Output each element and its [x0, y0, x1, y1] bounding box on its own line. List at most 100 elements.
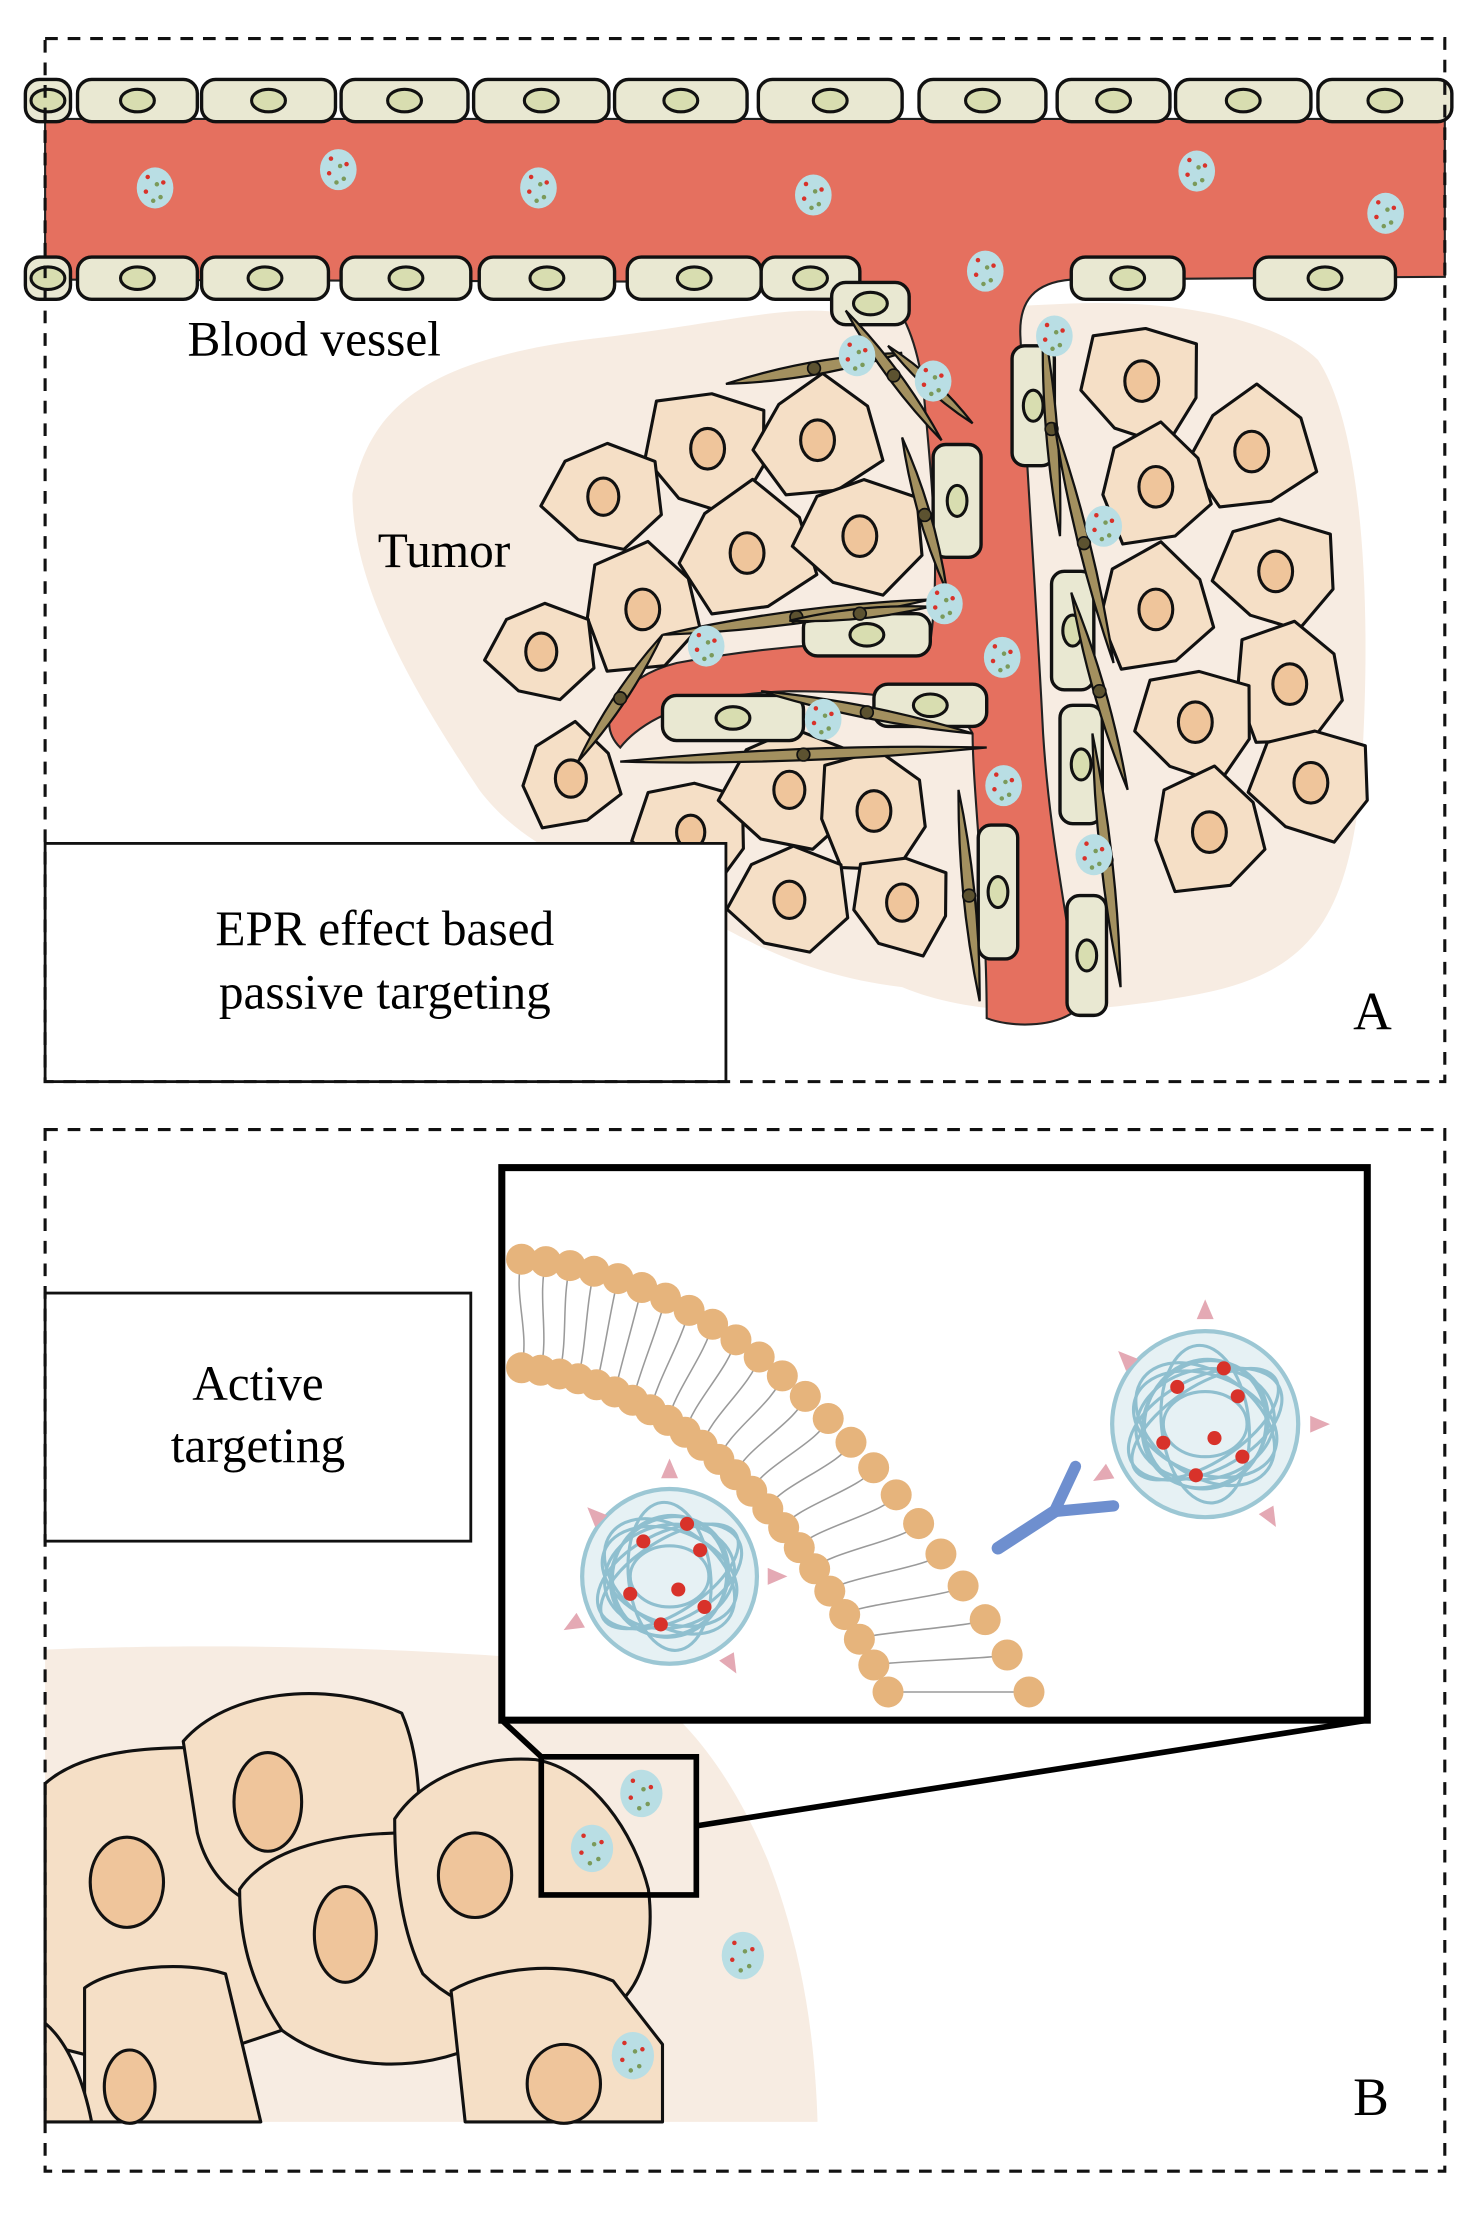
nanoparticle [838, 335, 876, 377]
nanoparticle-payload-dot [528, 174, 534, 180]
nanoparticle-payload-dot [1103, 520, 1108, 525]
lipid-head [626, 1272, 658, 1304]
tumor-nucleus [728, 531, 766, 575]
nanoparticle-payload-dot [534, 198, 539, 204]
nanoparticle-payload-dot [991, 263, 996, 268]
lipid-head [880, 1479, 912, 1511]
endothelial-nucleus [848, 621, 886, 648]
tumor-nucleus [232, 1751, 304, 1853]
endothelial-row-bottom [23, 255, 1398, 302]
tumor-nucleus [524, 631, 559, 672]
endothelial-nucleus [528, 265, 566, 292]
nanoparticle-payload-dot [990, 658, 996, 664]
tumor-nucleus [855, 789, 893, 833]
pericyte-nucleus [961, 888, 977, 903]
tumor-cell [43, 2021, 94, 2124]
nanoparticle-payload-dot [811, 720, 817, 726]
nanoparticle-payload-dot [143, 189, 149, 194]
nanoparticle-payload-dot [1053, 330, 1059, 335]
endothelial-nucleus [911, 692, 949, 719]
tumor-nucleus [1137, 464, 1175, 509]
tumor-nucleus [1233, 429, 1271, 474]
nanoparticle-body [985, 765, 1022, 807]
nanoparticle-payload-dot [984, 265, 990, 270]
nanoparticle-payload-dot [1006, 792, 1012, 798]
endothelial-nucleus [1069, 747, 1093, 782]
nanoparticle-payload-dot [1042, 337, 1048, 342]
tumor-nucleus [1271, 662, 1309, 706]
nanoparticle-body [570, 1824, 614, 1873]
nanoparticle-body [838, 335, 876, 377]
drug-payload [1235, 1449, 1250, 1464]
nanoparticle-payload-dot [645, 1801, 650, 1807]
nanoparticle-payload-dot [1202, 163, 1208, 168]
tumor-nucleus [772, 769, 807, 811]
nanoparticle-payload-dot [705, 640, 711, 645]
drug-payload [1216, 1361, 1231, 1376]
targeting-ligand [587, 1507, 608, 1528]
lipid-head [969, 1604, 1001, 1636]
nanoparticle-body [687, 625, 725, 667]
tumor-nucleus [772, 879, 807, 920]
nanoparticle-payload-dot [158, 194, 163, 200]
nanoparticle-payload-dot [847, 342, 852, 347]
endothelial-nucleus [250, 87, 287, 114]
nanoparticle-payload-dot [998, 667, 1003, 673]
nanoparticle-payload-dot [1187, 157, 1192, 163]
antibody-stem [991, 1505, 1061, 1555]
endothelial-nucleus [1075, 938, 1099, 973]
nanoparticles-near-tumor [570, 1769, 764, 2080]
nanoparticle [611, 2031, 655, 2080]
polymer-strand [1134, 1361, 1277, 1488]
nanoparticle-payload-dot [822, 713, 828, 718]
lipid-head [673, 1294, 705, 1326]
nanoparticle-payload-dot [1097, 861, 1102, 867]
nanoparticle-payload-dot [860, 362, 865, 368]
nanoparticle-payload-dot [1106, 533, 1112, 538]
lipid-head [743, 1341, 775, 1373]
endothelial-nucleus [662, 87, 700, 114]
nanoparticle [914, 360, 952, 402]
nanoparticle-payload-dot [640, 2047, 645, 2052]
lipid-head [506, 1243, 538, 1275]
lipid-head [554, 1250, 586, 1282]
drug-payload [693, 1543, 708, 1558]
tumor-nucleus [436, 1831, 514, 1920]
nanoparticle [1075, 834, 1113, 876]
lipid-head [843, 1623, 875, 1655]
drug-payload [1230, 1389, 1245, 1404]
polymer-strand [1161, 1390, 1249, 1459]
endothelial-nucleus [386, 87, 424, 114]
nanoparticle-payload-dot [988, 278, 994, 283]
blood-vessel-label: Blood vessel [187, 312, 440, 367]
nanoparticle [983, 636, 1021, 678]
nanoparticle-payload-dot [1099, 846, 1105, 852]
nanoparticle-payload-dot [1185, 172, 1190, 177]
nanoparticle-payload-dot [940, 614, 945, 619]
nanoparticle-body [794, 174, 832, 216]
nanoparticle-body [926, 583, 963, 625]
antibody-arm [1048, 1460, 1082, 1518]
lipid-head [903, 1508, 935, 1540]
tumor-nucleus [1190, 810, 1228, 854]
tumor-nucleus [1123, 359, 1161, 403]
nanoparticle-payload-dot [1094, 513, 1099, 518]
nanoparticle-payload-dot [1092, 527, 1097, 533]
nanoparticle [1036, 315, 1073, 357]
pericyte-nucleus [917, 507, 932, 523]
nanoparticle-payload-dot [975, 257, 981, 263]
nanoparticle-payload-dot [1196, 165, 1201, 170]
endothelial-nucleus [964, 87, 1001, 114]
nanoparticle-payload-dot [1381, 223, 1387, 229]
nanoparticle-payload-dot [145, 174, 150, 180]
lipid-bilayer-heads [506, 1243, 1045, 1708]
endothelial-nucleus [811, 87, 849, 114]
nanoparticle-payload-dot [1109, 518, 1115, 524]
targeting-ligand [1310, 1415, 1330, 1433]
endothelial-nucleus [1109, 265, 1147, 292]
nanoparticle-payload-dot [622, 2040, 627, 2046]
nanoparticle-body [136, 167, 174, 209]
drug-payload [671, 1582, 686, 1597]
tumor-nucleus [586, 476, 621, 517]
endothelial-nucleus [945, 483, 969, 518]
